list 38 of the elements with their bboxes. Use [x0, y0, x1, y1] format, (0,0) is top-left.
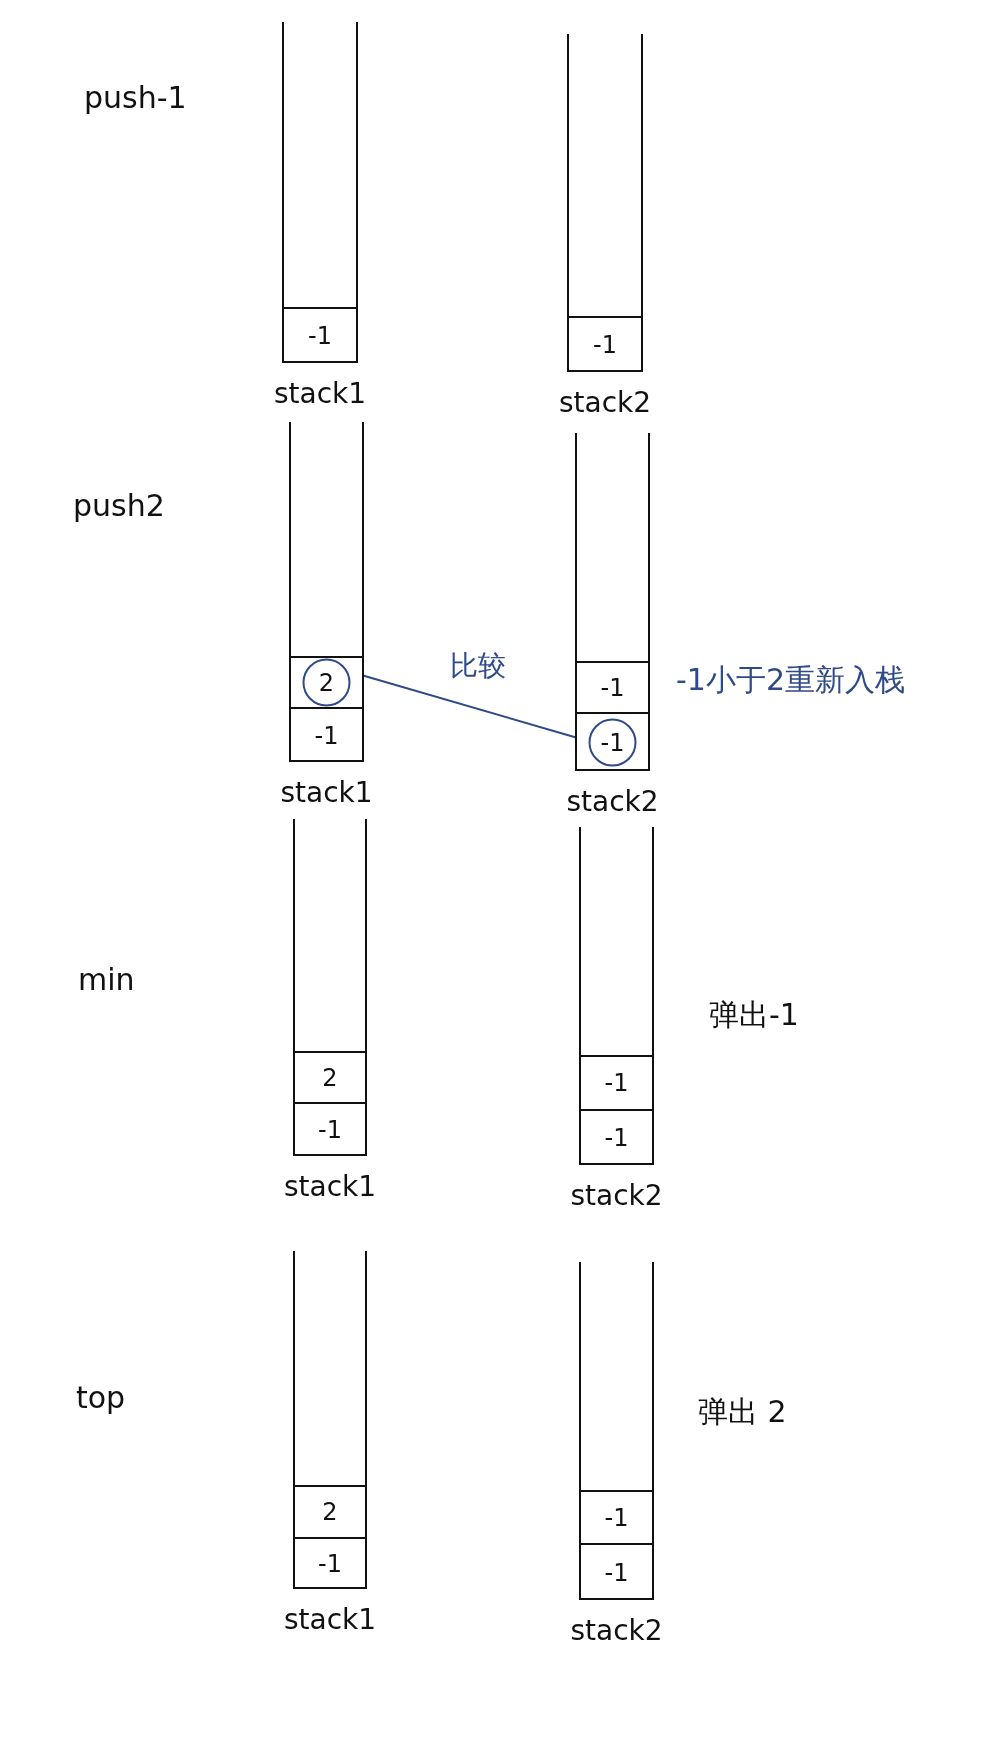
stack-cell: -1: [284, 307, 356, 363]
stack-cell: -1: [581, 1055, 652, 1109]
connector-line: [362, 674, 577, 739]
stack-label: stack2: [570, 1614, 663, 1647]
text-label: 弹出-1: [709, 996, 799, 1034]
stack-cell: -1: [581, 1109, 652, 1165]
stack-label: stack1: [280, 776, 373, 809]
annotation-note: -1小于2重新入栈: [676, 661, 905, 699]
stack-cell: -1: [291, 707, 362, 762]
text-label: 弹出 2: [698, 1393, 787, 1431]
stack-container: [567, 34, 643, 372]
stack-cell: -1: [295, 1102, 365, 1156]
stack-container: [293, 1251, 367, 1589]
stack-cell: -1: [581, 1490, 652, 1543]
stack-container: [282, 22, 358, 363]
stack-cell: 2: [295, 1485, 365, 1537]
text-label: push-1: [84, 80, 187, 115]
stack-cell: 2: [291, 656, 362, 707]
stack-container: [579, 827, 654, 1165]
stack-label: stack2: [566, 785, 659, 818]
stack-cell: -1: [569, 316, 641, 372]
stack-cell: -1: [295, 1537, 365, 1589]
stack-label: stack1: [283, 1603, 377, 1636]
text-label: push2: [73, 488, 165, 523]
stack-label: stack1: [283, 1170, 377, 1203]
stack-cell: -1: [581, 1543, 652, 1600]
stack-container: [579, 1262, 654, 1600]
stack-container: [293, 819, 367, 1156]
stack-cell: -1: [577, 712, 648, 771]
stack-cell: -1: [577, 661, 648, 712]
stack-container: [575, 433, 650, 771]
text-label: top: [76, 1380, 126, 1415]
text-label: min: [78, 962, 135, 997]
stack-label: stack1: [273, 377, 367, 410]
stack-label: stack2: [570, 1179, 663, 1212]
stack-label: stack2: [558, 386, 652, 419]
stack-cell: 2: [295, 1051, 365, 1102]
stack-container: [289, 422, 364, 762]
